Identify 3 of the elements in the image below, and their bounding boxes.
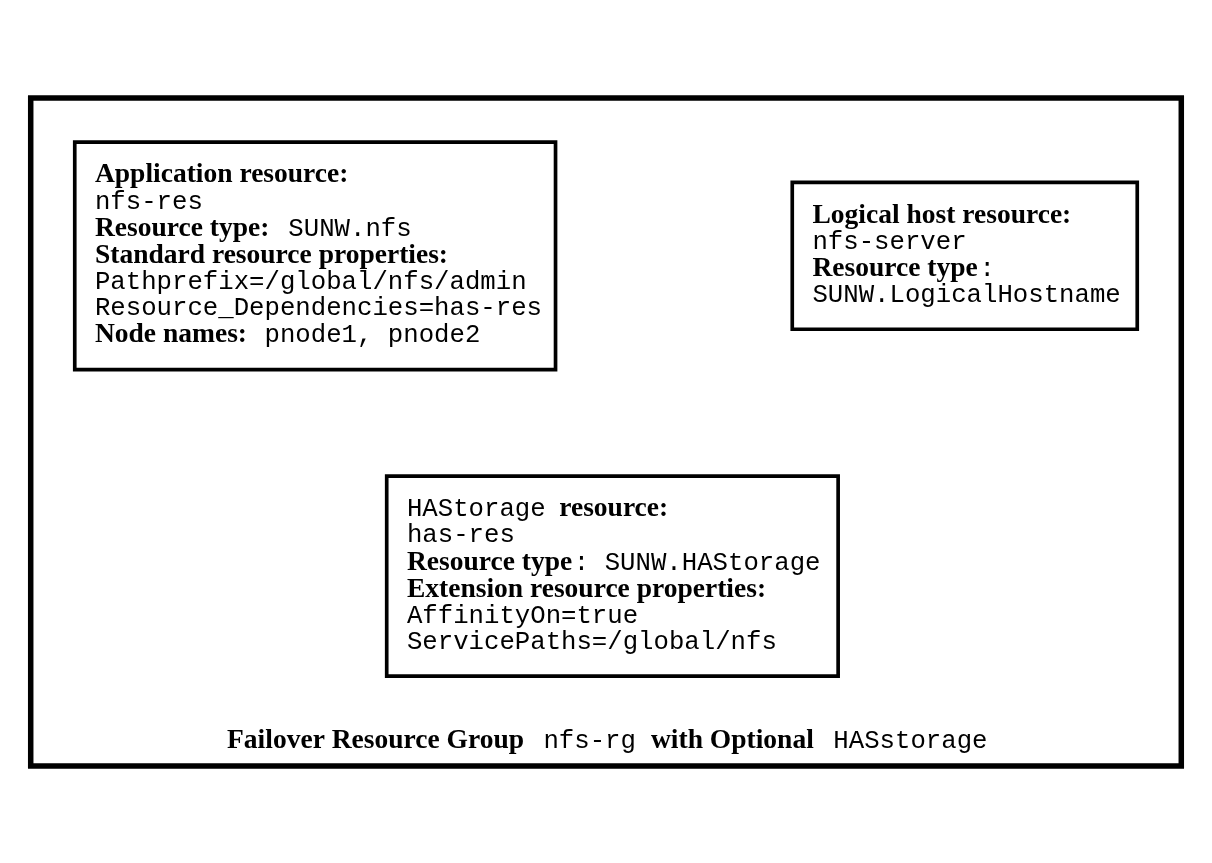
node-box: Logical host resource: nfs-server Resource type: SUNW.LogicalHostname <box>790 180 1140 331</box>
node-box: HAStorage resource: has-res Resource type: SUNW.HAStorage Extension resource properties: AffinityOn=true ServicePaths=/global/nfs <box>384 473 840 678</box>
node-box: Application resource: nfs-res Resource type: SUNW.nfs Standard resource properties: Pathprefix=/global/nfs/admin Resource_Dependencies=has-res Node names: pnode1, pnode2 <box>72 139 558 371</box>
